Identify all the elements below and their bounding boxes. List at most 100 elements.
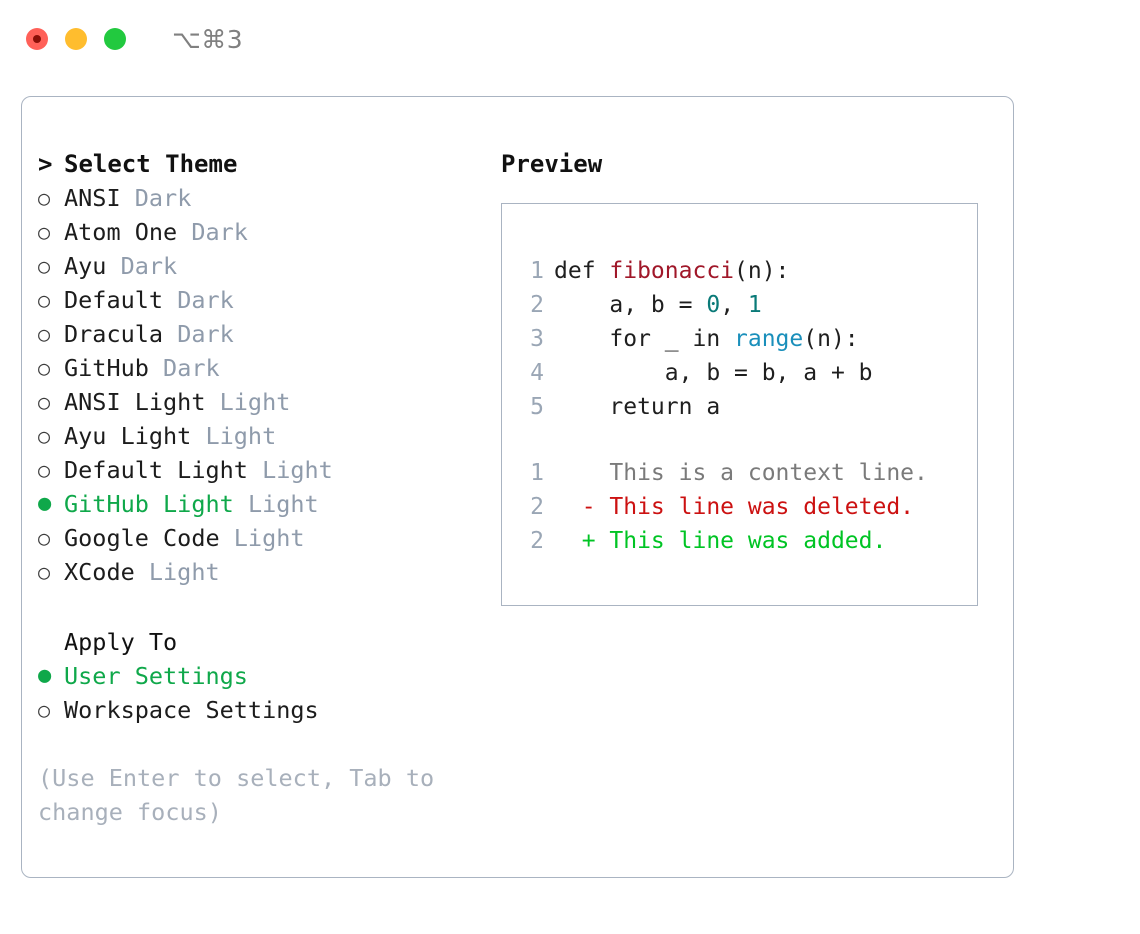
radio-unselected-icon: ○ [38,254,51,278]
diff-line-number: 2 [530,494,544,520]
code-token-call: range [734,326,804,352]
theme-option-ansi[interactable]: ○ ANSI Dark [38,181,488,215]
theme-variant-tag: Light [219,388,291,416]
theme-option-label: Default Light [64,456,263,484]
diff-line-number: 2 [530,528,544,554]
main-panel: >Select Theme ○ANSI Dark○Atom One Dark○A… [21,96,1014,878]
code-token-plain: a, b = [554,292,707,318]
theme-variant-tag: Dark [191,218,248,246]
theme-option-label: ANSI Light [64,388,220,416]
select-theme-title: Select Theme [64,150,238,178]
theme-variant-tag: Light [247,490,319,518]
keyboard-hint: (Use Enter to select, Tab to change focu… [38,761,450,829]
code-line: 1 def fibonacci(n): [518,254,873,288]
theme-option-label: ANSI [64,184,135,212]
theme-option-label: GitHub [64,354,164,382]
radio-selected-icon: ● [38,663,52,688]
apply-to-option-workspace-settings[interactable]: ○ Workspace Settings [38,693,488,727]
diff-line-add: 2 + This line was added. [518,524,928,558]
theme-variant-tag: Dark [134,184,192,212]
diff-line-text: - This line was deleted. [554,494,915,520]
theme-option-google-code[interactable]: ○Google Code Light [38,521,488,555]
radio-unselected-icon: ○ [38,424,51,448]
theme-option-label: Default [64,286,178,314]
code-line: 2 a, b = 0, 1 [518,288,873,322]
theme-option-github-light[interactable]: ● GitHub Light Light [38,487,488,521]
code-token-plain: (n): [734,258,790,284]
theme-option-atom-one[interactable]: ○ Atom One Dark [38,215,488,249]
theme-variant-tag: Dark [120,252,178,280]
diff-line-text: This is a context line. [554,460,928,486]
radio-unselected-icon: ○ [38,288,51,312]
code-line-number: 4 [530,360,544,386]
theme-option-ayu[interactable]: ○ Ayu Dark [38,249,488,283]
theme-option-list: ○ ANSI Dark ○ Atom One Dark ○ Ayu Dark ○ Defaul… [38,181,488,589]
preview-header: Preview [501,150,603,178]
radio-unselected-icon: ○ [38,356,51,380]
theme-option-label: Ayu Light [64,422,206,450]
theme-variant-tag: Dark [177,286,234,314]
theme-option-dracula[interactable]: ○Dracula Dark [38,317,488,351]
radio-unselected-icon: ○ [38,560,51,584]
keyboard-hint-line-2: change focus) [38,798,222,826]
prompt-caret-icon: > [38,150,53,178]
code-token-num: 0 [706,292,721,318]
code-line-number: 1 [530,258,544,284]
theme-option-github[interactable]: ○ GitHub Dark [38,351,488,385]
code-token-plain: def [554,258,610,284]
theme-option-label: GitHub Light [64,490,248,518]
radio-unselected-icon: ○ [38,186,51,210]
theme-option-ayu-light[interactable]: ○ Ayu Light Light [38,419,488,453]
apply-to-section: Apply To ●User Settings ○ Workspace Settin… [38,625,488,727]
apply-to-option-user-settings[interactable]: ●User Settings [38,659,488,693]
maximize-button[interactable] [104,28,126,50]
code-token-plain: , [720,292,748,318]
radio-unselected-icon: ○ [38,220,51,244]
theme-variant-tag: Dark [177,320,234,348]
theme-variant-tag: Light [205,422,277,450]
apply-to-header: Apply To [64,628,178,656]
code-token-plain: (n): [803,326,859,352]
theme-variant-tag: Dark [163,354,220,382]
theme-option-label: Ayu [64,252,121,280]
theme-option-label: Google Code [64,524,234,552]
theme-option-default-light[interactable]: ○ Default Light Light [38,453,488,487]
close-button[interactable] [26,28,48,50]
code-token-plain: a, b = b, a + b [554,360,873,386]
theme-option-ansi-light[interactable]: ○ANSI Light Light [38,385,488,419]
code-line: 3 for _ in range(n): [518,322,873,356]
keyboard-shortcut-label: ⌥⌘3 [172,24,244,54]
diff-line-number: 1 [530,460,544,486]
radio-selected-icon: ● [38,491,52,516]
code-line-number: 3 [530,326,544,352]
theme-option-default[interactable]: ○ Default Dark [38,283,488,317]
code-line-number: 5 [530,394,544,420]
theme-option-xcode[interactable]: ○ XCode Light [38,555,488,589]
radio-unselected-icon: ○ [38,698,51,722]
theme-variant-tag: Light [148,558,220,586]
code-token-plain: for _ in [554,326,735,352]
theme-selector-column: >Select Theme ○ANSI Dark○Atom One Dark○A… [38,147,488,829]
minimize-button[interactable] [65,28,87,50]
apply-to-option-list: ●User Settings ○ Workspace Settings [38,659,488,727]
keyboard-hint-line-1: (Use Enter to select, Tab to [38,764,435,792]
theme-option-label: XCode [64,558,149,586]
traffic-light-group [26,28,126,50]
title-bar: ⌥⌘3 [0,0,1140,78]
radio-unselected-icon: ○ [38,458,51,482]
theme-variant-tag: Light [262,456,333,484]
code-line: 4 a, b = b, a + b [518,356,873,390]
code-token-fn: fibonacci [609,258,735,284]
radio-unselected-icon: ○ [38,322,51,346]
diff-line-del: 2 - This line was deleted. [518,490,928,524]
select-theme-header: > Select Theme [38,147,488,181]
theme-option-label: Atom One [64,218,192,246]
code-line: 5 return a [518,390,873,424]
code-token-num: 1 [747,292,762,318]
apply-to-option-label: Workspace Settings [64,696,319,724]
diff-sample: 1 This is a context line. 2 - This line w… [518,456,928,558]
code-line-number: 2 [530,292,544,318]
